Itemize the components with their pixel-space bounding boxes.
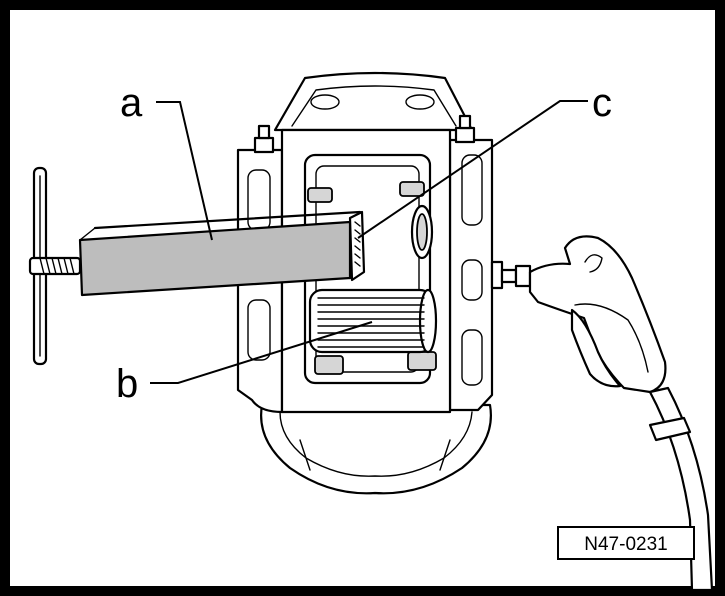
bleed-gun bbox=[528, 235, 714, 592]
brake-piston bbox=[308, 288, 438, 354]
pad-tab-bottom-left bbox=[314, 355, 344, 375]
tool-spindle-thread bbox=[39, 257, 75, 275]
pad-tab-top-left bbox=[307, 187, 333, 203]
reference-code: N47-0231 bbox=[584, 534, 667, 555]
callout-label-a: a bbox=[120, 81, 143, 125]
caliper-bottom-inner bbox=[279, 411, 473, 477]
tool-end-knurl bbox=[354, 221, 361, 267]
guide-bolt-right bbox=[454, 114, 476, 144]
guide-bolt-left bbox=[253, 124, 275, 154]
caliper-right-slot-2 bbox=[461, 259, 483, 301]
caliper-top-slot-left bbox=[310, 94, 340, 110]
piston-reset-tool bbox=[28, 166, 366, 366]
leader-line-c bbox=[357, 100, 588, 239]
tool-end-plate bbox=[348, 210, 366, 282]
caliper-top-arch bbox=[273, 71, 474, 132]
bleed-gun-hook bbox=[584, 254, 603, 273]
bleed-fitting bbox=[490, 260, 532, 290]
callout-label-b: b bbox=[116, 362, 138, 406]
caliper-right-slot-3 bbox=[461, 329, 483, 386]
bleed-gun-contour bbox=[574, 303, 649, 373]
caliper-left-slot-2 bbox=[247, 299, 271, 361]
leader-line-a bbox=[156, 101, 213, 241]
caliper-right-slot bbox=[461, 154, 483, 226]
caliper-top-slot-right bbox=[405, 94, 435, 110]
hose-clamp bbox=[648, 416, 692, 442]
reference-box bbox=[557, 526, 695, 560]
caliper-bottom-rib bbox=[299, 439, 451, 471]
pad-tab-bottom-right bbox=[407, 351, 437, 371]
caliper-right-column bbox=[448, 138, 494, 412]
piston-seal-ring bbox=[410, 204, 434, 260]
bleed-gun-trigger bbox=[570, 308, 622, 388]
caliper-top-arch-inner bbox=[291, 85, 457, 127]
pad-tab-top-right bbox=[399, 181, 425, 197]
leader-line-b bbox=[150, 321, 373, 384]
caliper-bottom-shell bbox=[260, 403, 492, 495]
callout-label-c: c bbox=[592, 81, 612, 125]
